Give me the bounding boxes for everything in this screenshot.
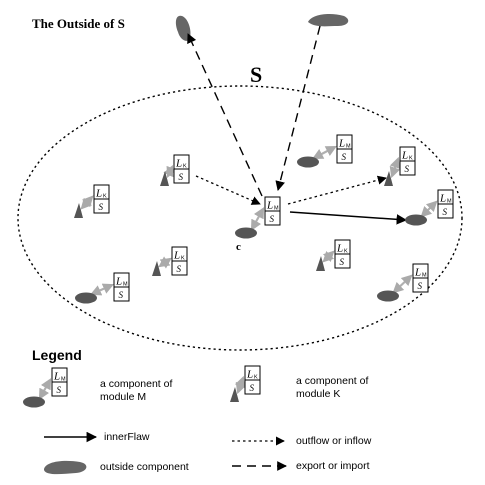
component-m-4-box-bottom-label: S: [418, 281, 423, 291]
outside-component-right: [308, 14, 349, 27]
component-k-4-box-top-letter: L: [401, 150, 408, 162]
component-k-1-box-top-letter: L: [95, 188, 102, 200]
legend-component-k-shape: [230, 387, 239, 402]
outside-component-left: [175, 15, 191, 41]
component-m-center-shape: [235, 227, 257, 239]
legend-component-m-box-top-subscript: M: [61, 377, 66, 383]
legend-component-m-box-bottom-label: S: [57, 385, 62, 395]
legend-outside-label: outside component: [100, 461, 189, 473]
legend-module-k-line1: a component of: [296, 375, 368, 387]
component-m-1-shape: [75, 292, 97, 304]
component-k-5-box-top-letter: L: [336, 243, 343, 255]
component-m-3-shape: [405, 214, 427, 226]
component-k-5-box-top-subscript: K: [344, 249, 348, 255]
component-m-center-box-top-subscript: M: [274, 206, 279, 212]
component-k-2-box-top-letter: L: [175, 158, 182, 170]
component-m-center-link-arrow: [250, 207, 265, 231]
component-m-4-box-top-subscript: M: [422, 273, 427, 279]
system-s-boundary: [17, 85, 463, 351]
legend-component-k-box-top-subscript: K: [254, 375, 258, 381]
legend-outside-shape: [44, 460, 87, 475]
component-m-3-box-bottom-label: S: [443, 207, 448, 217]
component-k-3-box-top-subscript: K: [181, 256, 185, 262]
legend-module-k-line2: module K: [296, 388, 340, 400]
component-m-2-box-top-letter: L: [338, 138, 345, 150]
outflow-arrow-to-k: [287, 175, 387, 205]
component-m-3-link-arrow: [420, 200, 438, 218]
component-c-label: c: [236, 241, 241, 253]
component-m-3-box-top-subscript: M: [447, 199, 452, 205]
legend-outflow-label: outflow or inflow: [296, 435, 372, 447]
component-m-1-link-arrow: [89, 283, 115, 296]
component-k-2-shape: [160, 171, 169, 186]
component-k-1-link-arrow: [80, 195, 94, 210]
legend-inner-flow-label: innerFlaw: [104, 431, 150, 443]
component-k-2-box-bottom-label: S: [179, 172, 184, 182]
component-k-4-box-top-subscript: K: [409, 156, 413, 162]
component-m-1-box-bottom-label: S: [119, 290, 124, 300]
legend-module-m-line2: module M: [100, 391, 146, 403]
component-k-3-shape: [152, 261, 161, 276]
component-k-4-box-bottom-label: S: [405, 164, 410, 174]
component-m-1-box-top-letter: L: [115, 276, 122, 288]
legend-component-k-link-arrow: [234, 375, 247, 395]
inflow-arrow-from-k: [195, 175, 261, 205]
component-m-2-link-arrow: [312, 145, 337, 160]
outside-title: The Outside of S: [32, 16, 125, 31]
legend-module-m-line1: a component of: [100, 378, 172, 390]
component-k-1-shape: [74, 203, 83, 218]
legend-export-label: export or import: [296, 460, 370, 472]
component-k-3-link-arrow: [158, 256, 172, 269]
component-m-2-shape: [297, 156, 319, 168]
component-k-1-box-top-subscript: K: [103, 194, 107, 200]
component-m-1-box-top-subscript: M: [123, 282, 128, 288]
legend-component-k-box-bottom-label: S: [250, 383, 255, 393]
import-arrow: [275, 25, 321, 191]
component-k-1-box-bottom-label: S: [99, 202, 104, 212]
component-m-2-box-top-subscript: M: [346, 144, 351, 150]
legend-component-k-box-top-letter: L: [246, 369, 253, 381]
component-k-2-link-arrow: [163, 164, 177, 179]
component-k-4-shape: [384, 171, 393, 186]
component-m-4-shape: [377, 290, 399, 302]
legend-component-m-box-top-letter: L: [53, 371, 60, 383]
component-m-center-box-top-letter: L: [266, 200, 273, 212]
component-m-3-box-top-letter: L: [439, 193, 446, 205]
component-m-center-box-bottom-label: S: [270, 214, 275, 224]
component-m-4-box-top-letter: L: [414, 267, 421, 279]
system-s-label: S: [250, 62, 262, 87]
component-k-5-link-arrow: [322, 250, 335, 263]
component-k-5-box-bottom-label: S: [340, 257, 345, 267]
legend-component-m-shape: [23, 396, 45, 408]
inner-flow-arrow: [289, 211, 408, 225]
component-k-4-link-arrow: [389, 156, 401, 179]
component-k-3-box-bottom-label: S: [177, 264, 182, 274]
component-k-2-box-top-subscript: K: [183, 164, 187, 170]
component-m-2-box-bottom-label: S: [342, 152, 347, 162]
export-arrow: [187, 33, 263, 197]
legend-component-m-link-arrow: [38, 378, 52, 400]
component-k-5-shape: [316, 256, 325, 271]
component-m-4-link-arrow: [392, 274, 413, 294]
component-k-3-box-top-letter: L: [173, 250, 180, 262]
legend-title: Legend: [32, 347, 82, 363]
